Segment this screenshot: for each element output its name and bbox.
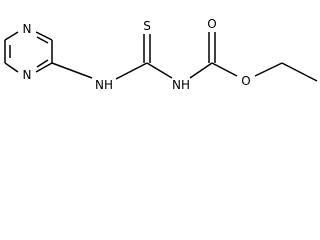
- ring-bond: [4, 31, 19, 41]
- ring-double-bond: [36, 59, 49, 68]
- ring-bond: [35, 31, 53, 41]
- ring-n-top-label: N: [23, 22, 32, 36]
- bonds: [4, 31, 318, 82]
- ester-o-ch2-bond: [254, 62, 283, 77]
- chemical-structure: N N NH S NH O O: [4, 17, 318, 92]
- amine-nh-right-label: NH: [172, 78, 190, 92]
- carbonyl-o-label: O: [207, 17, 216, 31]
- nh-thiocarbonyl-bond: [115, 62, 148, 80]
- atom-labels: N N NH S NH O O: [23, 17, 251, 92]
- ester-o-label: O: [241, 74, 250, 88]
- nh-carbonyl-bond: [189, 62, 213, 79]
- ring-bond: [4, 62, 19, 73]
- thiocarbonyl-nh-bond: [146, 62, 173, 79]
- ring-double-bond: [36, 36, 49, 44]
- amine-nh-left-label: NH: [95, 78, 113, 92]
- ring-nh-bond: [51, 62, 93, 79]
- carbonyl-ester-o-bond: [211, 62, 238, 77]
- ring-n-bottom-label: N: [23, 68, 32, 82]
- ring-bond: [35, 62, 53, 73]
- thione-s-label: S: [143, 19, 151, 33]
- ethyl-bond: [281, 62, 318, 82]
